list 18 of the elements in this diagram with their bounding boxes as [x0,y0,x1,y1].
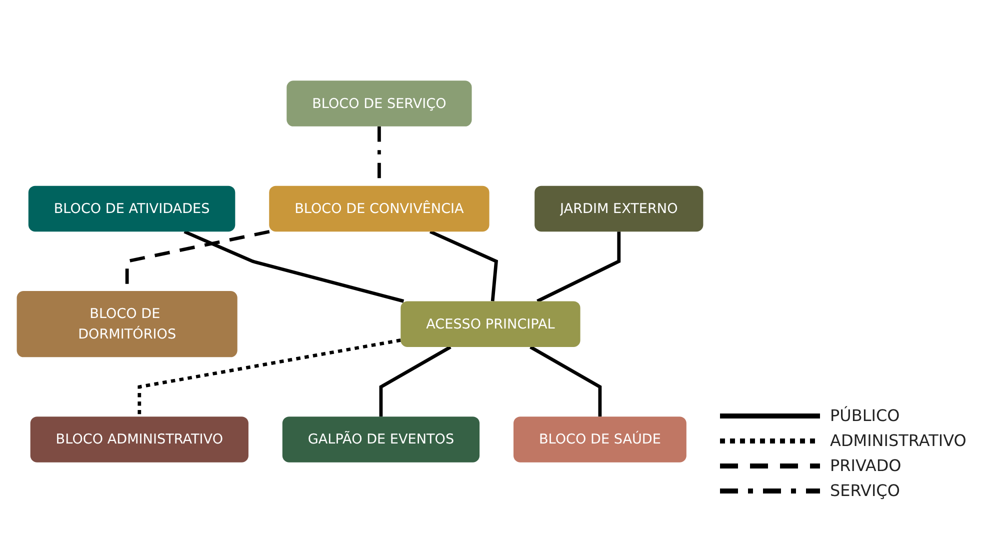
node-box: BLOCO DE SAÚDE [514,416,686,462]
node-box: BLOCO DE SERVIÇO [286,80,472,126]
connector [184,230,404,303]
node-box: GALPÃO DE EVENTOS [282,416,480,462]
connector [530,346,602,417]
node-box: BLOCO DE ATIVIDADES [28,186,236,232]
connector [536,232,621,303]
connector [379,346,452,417]
node-box: ACESSO PRINCIPAL [400,301,580,347]
connector [429,230,498,302]
legend-text: SERVIÇO [830,481,900,500]
legend-text: PÚBLICO [830,406,900,425]
legend-text: PRIVADO [830,456,902,475]
node-box: BLOCO DE DORMITÓRIOS [16,291,238,358]
connector [138,338,401,417]
node-box: BLOCO DE CONVIVÊNCIA [269,186,490,232]
legend-text: ADMINISTRATIVO [830,431,966,450]
node-box: BLOCO ADMINISTRATIVO [30,416,248,462]
